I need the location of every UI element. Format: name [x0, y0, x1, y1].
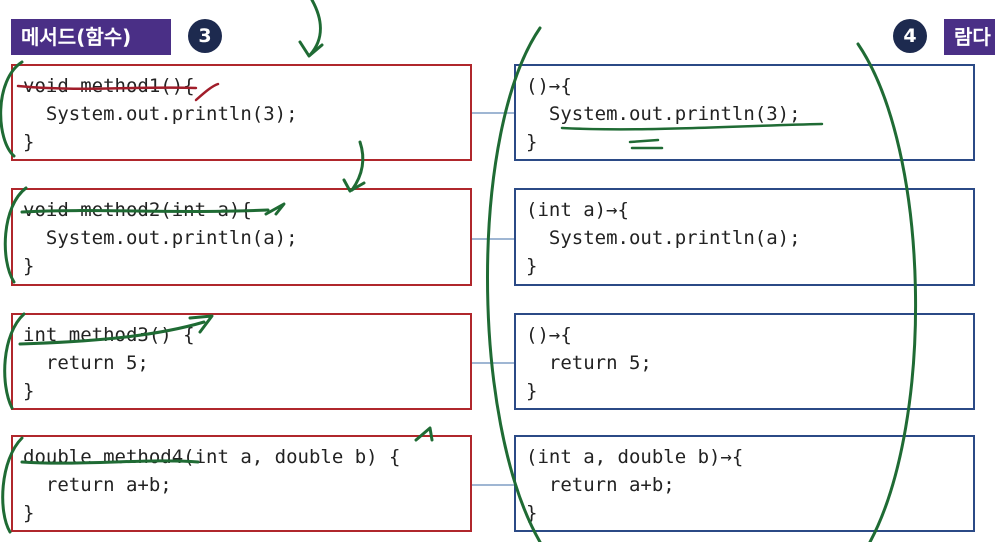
code-line: System.out.println(a); — [23, 227, 298, 249]
code-line: return 5; — [526, 352, 652, 374]
code-line: (int a)→{ — [526, 199, 629, 221]
code-line: } — [526, 255, 538, 277]
code-line: double method4(int a, double b) { — [23, 446, 401, 468]
arrow-annotation — [298, 40, 324, 58]
code-line: } — [23, 380, 35, 402]
method-code-box-1: void method1(){ System.out.println(3); } — [11, 64, 472, 161]
code-line: System.out.println(a); — [526, 227, 801, 249]
code-line: ()→{ — [526, 75, 572, 97]
code-line: int method3() { — [23, 324, 195, 346]
code-line: ()→{ — [526, 324, 572, 346]
arrow-annotation — [308, 0, 322, 57]
method-section-label: 메서드(함수) — [11, 19, 171, 55]
lambda-code-box-4: (int a, double b)→{ return a+b; } — [514, 435, 975, 532]
lambda-code-box-2: (int a)→{ System.out.println(a); } — [514, 188, 975, 286]
lambda-code-box-3: ()→{ return 5; } — [514, 313, 975, 410]
method-code-box-2: void method2(int a){ System.out.println(… — [11, 188, 472, 286]
code-line: (int a, double b)→{ — [526, 446, 744, 468]
code-line: } — [526, 131, 538, 153]
lambda-section-label: 람다 — [944, 19, 995, 55]
connector-line — [472, 362, 514, 364]
connector-line — [472, 112, 514, 114]
code-line: } — [23, 502, 35, 524]
code-line: } — [526, 380, 538, 402]
code-line: void method2(int a){ — [23, 199, 252, 221]
code-line: System.out.println(3); — [526, 103, 801, 125]
method-code-box-3: int method3() { return 5; } — [11, 313, 472, 410]
code-line: } — [526, 502, 538, 524]
code-line: return 5; — [23, 352, 149, 374]
connector-line — [472, 484, 514, 486]
code-line: } — [23, 131, 35, 153]
code-line: return a+b; — [526, 474, 675, 496]
code-line: System.out.println(3); — [23, 103, 298, 125]
connector-line — [472, 238, 514, 240]
code-line: } — [23, 255, 35, 277]
method-code-box-4: double method4(int a, double b) { return… — [11, 435, 472, 532]
code-line: void method1(){ — [23, 75, 195, 97]
step-badge-4: 4 — [893, 19, 927, 53]
lambda-code-box-1: ()→{ System.out.println(3); } — [514, 64, 975, 161]
step-badge-3: 3 — [188, 19, 222, 53]
code-line: return a+b; — [23, 474, 172, 496]
